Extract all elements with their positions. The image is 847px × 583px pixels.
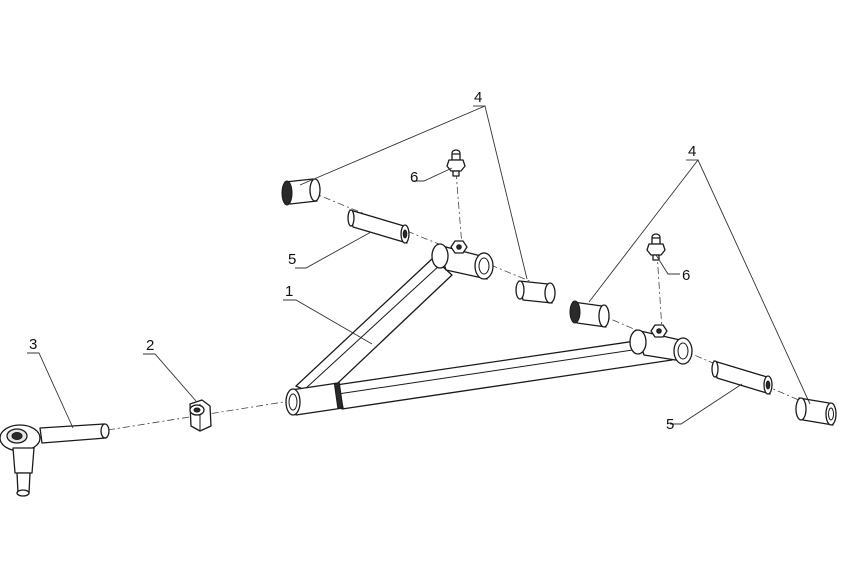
callouts: 1 2 3 4 4 5 5 6 6 <box>29 89 696 433</box>
grease-nipple-left <box>446 149 466 177</box>
sleeve-right <box>711 360 773 395</box>
callout-4-left: 4 <box>474 89 482 106</box>
rear-pivot-tube <box>629 329 693 365</box>
socket-end-tube <box>285 382 344 416</box>
bushing-center-rear <box>569 300 610 328</box>
grease-nipple-right <box>646 233 666 261</box>
bushing-upper-left <box>281 178 321 206</box>
hex-nut <box>189 399 212 432</box>
sleeve-left <box>347 209 410 244</box>
callout-6-right: 6 <box>682 267 690 284</box>
axis-grease-left <box>455 171 463 247</box>
axis-rear-pivot <box>584 307 823 411</box>
bushing-center-front <box>515 280 556 304</box>
axis-front-pivot <box>295 185 553 291</box>
callout-4-right: 4 <box>688 143 696 160</box>
leader-lines <box>27 105 811 429</box>
rear-boss-hex <box>650 324 668 338</box>
callout-5-left: 5 <box>288 251 296 268</box>
front-pivot-tube <box>431 243 494 280</box>
callout-5-right: 5 <box>666 416 674 433</box>
a-arm-frame <box>285 240 693 416</box>
bushing-lower-right <box>795 397 837 426</box>
callout-2: 2 <box>146 337 154 354</box>
callout-3: 3 <box>29 336 37 353</box>
callout-1: 1 <box>285 283 293 300</box>
tie-rod-end <box>0 423 110 497</box>
callout-6-left: 6 <box>410 169 418 186</box>
front-boss-hex <box>450 240 468 254</box>
lower-tube <box>335 336 673 410</box>
axis-grease-right <box>656 251 663 331</box>
